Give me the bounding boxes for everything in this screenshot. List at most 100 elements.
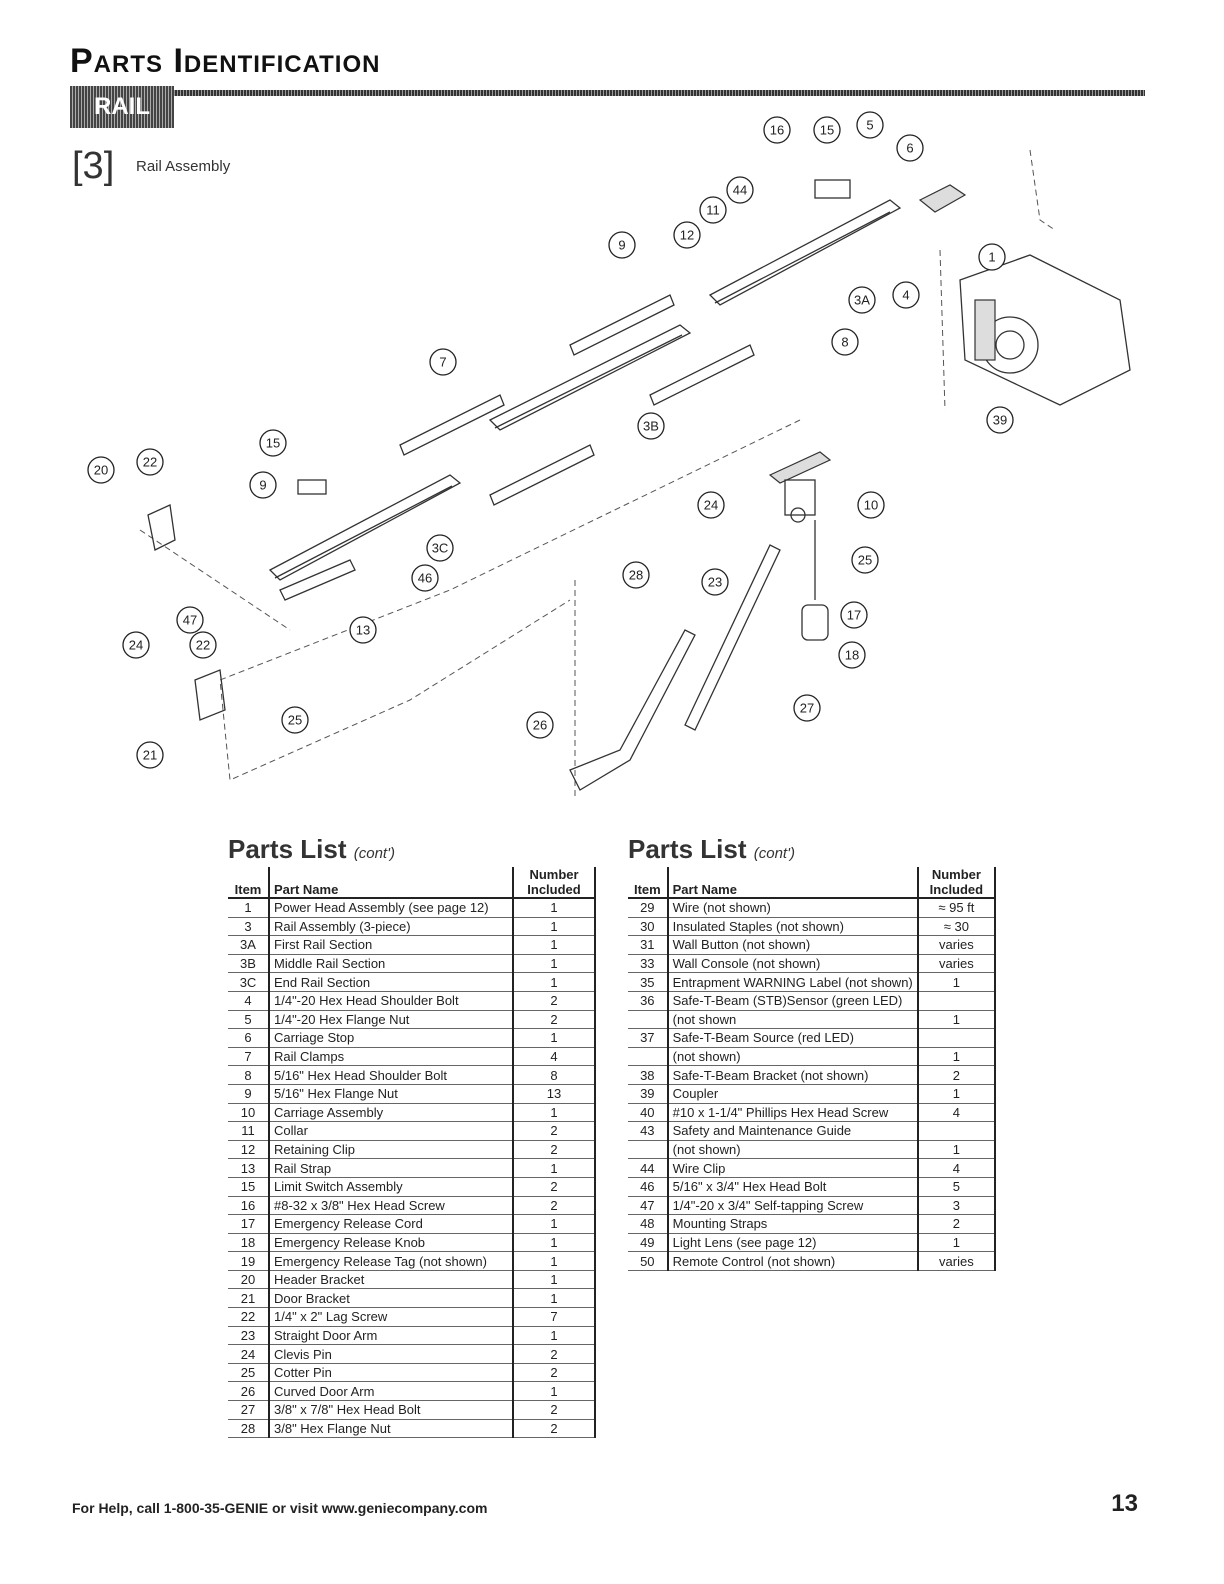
cell-num: 1 bbox=[512, 1381, 596, 1402]
callout-label: 24 bbox=[129, 638, 143, 653]
callout-label: 1 bbox=[988, 250, 995, 265]
callout-bubble: 24 bbox=[697, 491, 725, 519]
cell-part-name: Safe-T-Beam Source (red LED) bbox=[667, 1028, 918, 1048]
cell-part-name: Limit Switch Assembly bbox=[269, 1177, 513, 1197]
callout-label: 13 bbox=[356, 623, 370, 638]
cell-num: 4 bbox=[512, 1047, 596, 1067]
cell-item: 3B bbox=[228, 954, 270, 974]
parts-list-title: Parts List (cont') bbox=[628, 834, 795, 864]
cell-item: 47 bbox=[628, 1196, 669, 1216]
cell-part-name: Light Lens (see page 12) bbox=[667, 1233, 918, 1253]
callout-label: 24 bbox=[704, 498, 718, 513]
release-knob bbox=[801, 520, 829, 641]
col-part-name: Part Name bbox=[269, 867, 513, 899]
callout-bubble: 22 bbox=[189, 631, 217, 659]
rail-3c bbox=[268, 474, 462, 581]
cell-part-name: Insulated Staples (not shown) bbox=[667, 917, 918, 937]
callout-label: 26 bbox=[533, 718, 547, 733]
callout-label: 15 bbox=[820, 123, 834, 138]
cell-item: 27 bbox=[228, 1400, 270, 1420]
callout-bubble: 39 bbox=[986, 406, 1014, 434]
cell-part-name: Wall Console (not shown) bbox=[667, 954, 918, 974]
cell-item: 16 bbox=[228, 1196, 270, 1216]
help-footer: For Help, call 1-800-35-GENIE or visit w… bbox=[72, 1500, 488, 1516]
cell-item: 36 bbox=[628, 991, 669, 1011]
cell-item: 38 bbox=[628, 1065, 669, 1085]
callout-label: 9 bbox=[618, 238, 625, 253]
callout-label: 10 bbox=[864, 498, 878, 513]
callout-bubble: 27 bbox=[793, 694, 821, 722]
callout-label: 4 bbox=[902, 288, 909, 303]
callout-bubble: 21 bbox=[136, 741, 164, 769]
cell-num: 1 bbox=[916, 1084, 997, 1104]
header-rule bbox=[70, 90, 1145, 96]
cell-part-name: Header Bracket bbox=[269, 1270, 513, 1290]
cell-num: 1 bbox=[916, 1140, 997, 1160]
callout-bubble: 28 bbox=[622, 561, 650, 589]
cell-part-name: Clevis Pin bbox=[269, 1344, 513, 1364]
cell-part-name: First Rail Section bbox=[269, 935, 513, 955]
cell-item: 3C bbox=[228, 972, 270, 992]
cell-part-name: Emergency Release Knob bbox=[269, 1233, 513, 1253]
cell-num: 1 bbox=[512, 1233, 596, 1253]
figure-number: [3] bbox=[72, 145, 115, 187]
section-tab: RAIL bbox=[70, 86, 174, 128]
callout-label: 18 bbox=[845, 648, 859, 663]
carriage-stop bbox=[918, 184, 967, 213]
cell-num: 1 bbox=[512, 1214, 596, 1234]
cell-num: 2 bbox=[512, 991, 596, 1011]
cell-item: 17 bbox=[228, 1214, 270, 1234]
cell-part-name: #8-32 x 3/8" Hex Head Screw bbox=[269, 1196, 513, 1216]
cell-part-name: Mounting Straps bbox=[667, 1214, 918, 1234]
cell-part-name: Collar bbox=[269, 1121, 513, 1141]
cell-num: 1 bbox=[512, 1288, 596, 1309]
callout-bubble: 15 bbox=[259, 429, 287, 457]
cell-item: 31 bbox=[628, 935, 669, 955]
cell-num: 1 bbox=[512, 917, 596, 937]
cell-num: 2 bbox=[916, 1065, 997, 1085]
callout-label: 8 bbox=[841, 335, 848, 350]
cell-part-name: End Rail Section bbox=[269, 972, 513, 992]
cell-part-name: Rail Strap bbox=[269, 1158, 513, 1178]
col-number: Number Included bbox=[916, 867, 997, 899]
cell-item: 50 bbox=[628, 1251, 669, 1271]
cell-item: 40 bbox=[628, 1103, 669, 1123]
cell-item: 21 bbox=[228, 1288, 270, 1309]
door-bracket bbox=[194, 669, 226, 721]
callout-label: 22 bbox=[196, 638, 210, 653]
cell-part-name: Safety and Maintenance Guide bbox=[667, 1121, 918, 1141]
cell-item: 22 bbox=[228, 1307, 270, 1327]
callout-bubble: 13 bbox=[349, 616, 377, 644]
callout-label: 3B bbox=[643, 419, 659, 434]
cell-num: 1 bbox=[512, 1103, 596, 1123]
callout-bubble: 18 bbox=[838, 641, 866, 669]
page-number: 13 bbox=[1111, 1490, 1138, 1517]
callout-bubble: 47 bbox=[176, 606, 204, 634]
cell-item: 25 bbox=[228, 1363, 270, 1383]
cell-part-name: Middle Rail Section bbox=[269, 954, 513, 974]
cell-num: 1 bbox=[512, 972, 596, 992]
cell-part-name: Entrapment WARNING Label (not shown) bbox=[667, 972, 918, 992]
rail-3a bbox=[708, 199, 902, 306]
cell-item: 35 bbox=[628, 972, 669, 992]
cell-item: 11 bbox=[228, 1121, 270, 1141]
cell-num: 2 bbox=[512, 1196, 596, 1216]
callout-label: 11 bbox=[706, 203, 720, 218]
cell-item: 24 bbox=[228, 1344, 270, 1364]
cell-num: 2 bbox=[512, 1177, 596, 1197]
